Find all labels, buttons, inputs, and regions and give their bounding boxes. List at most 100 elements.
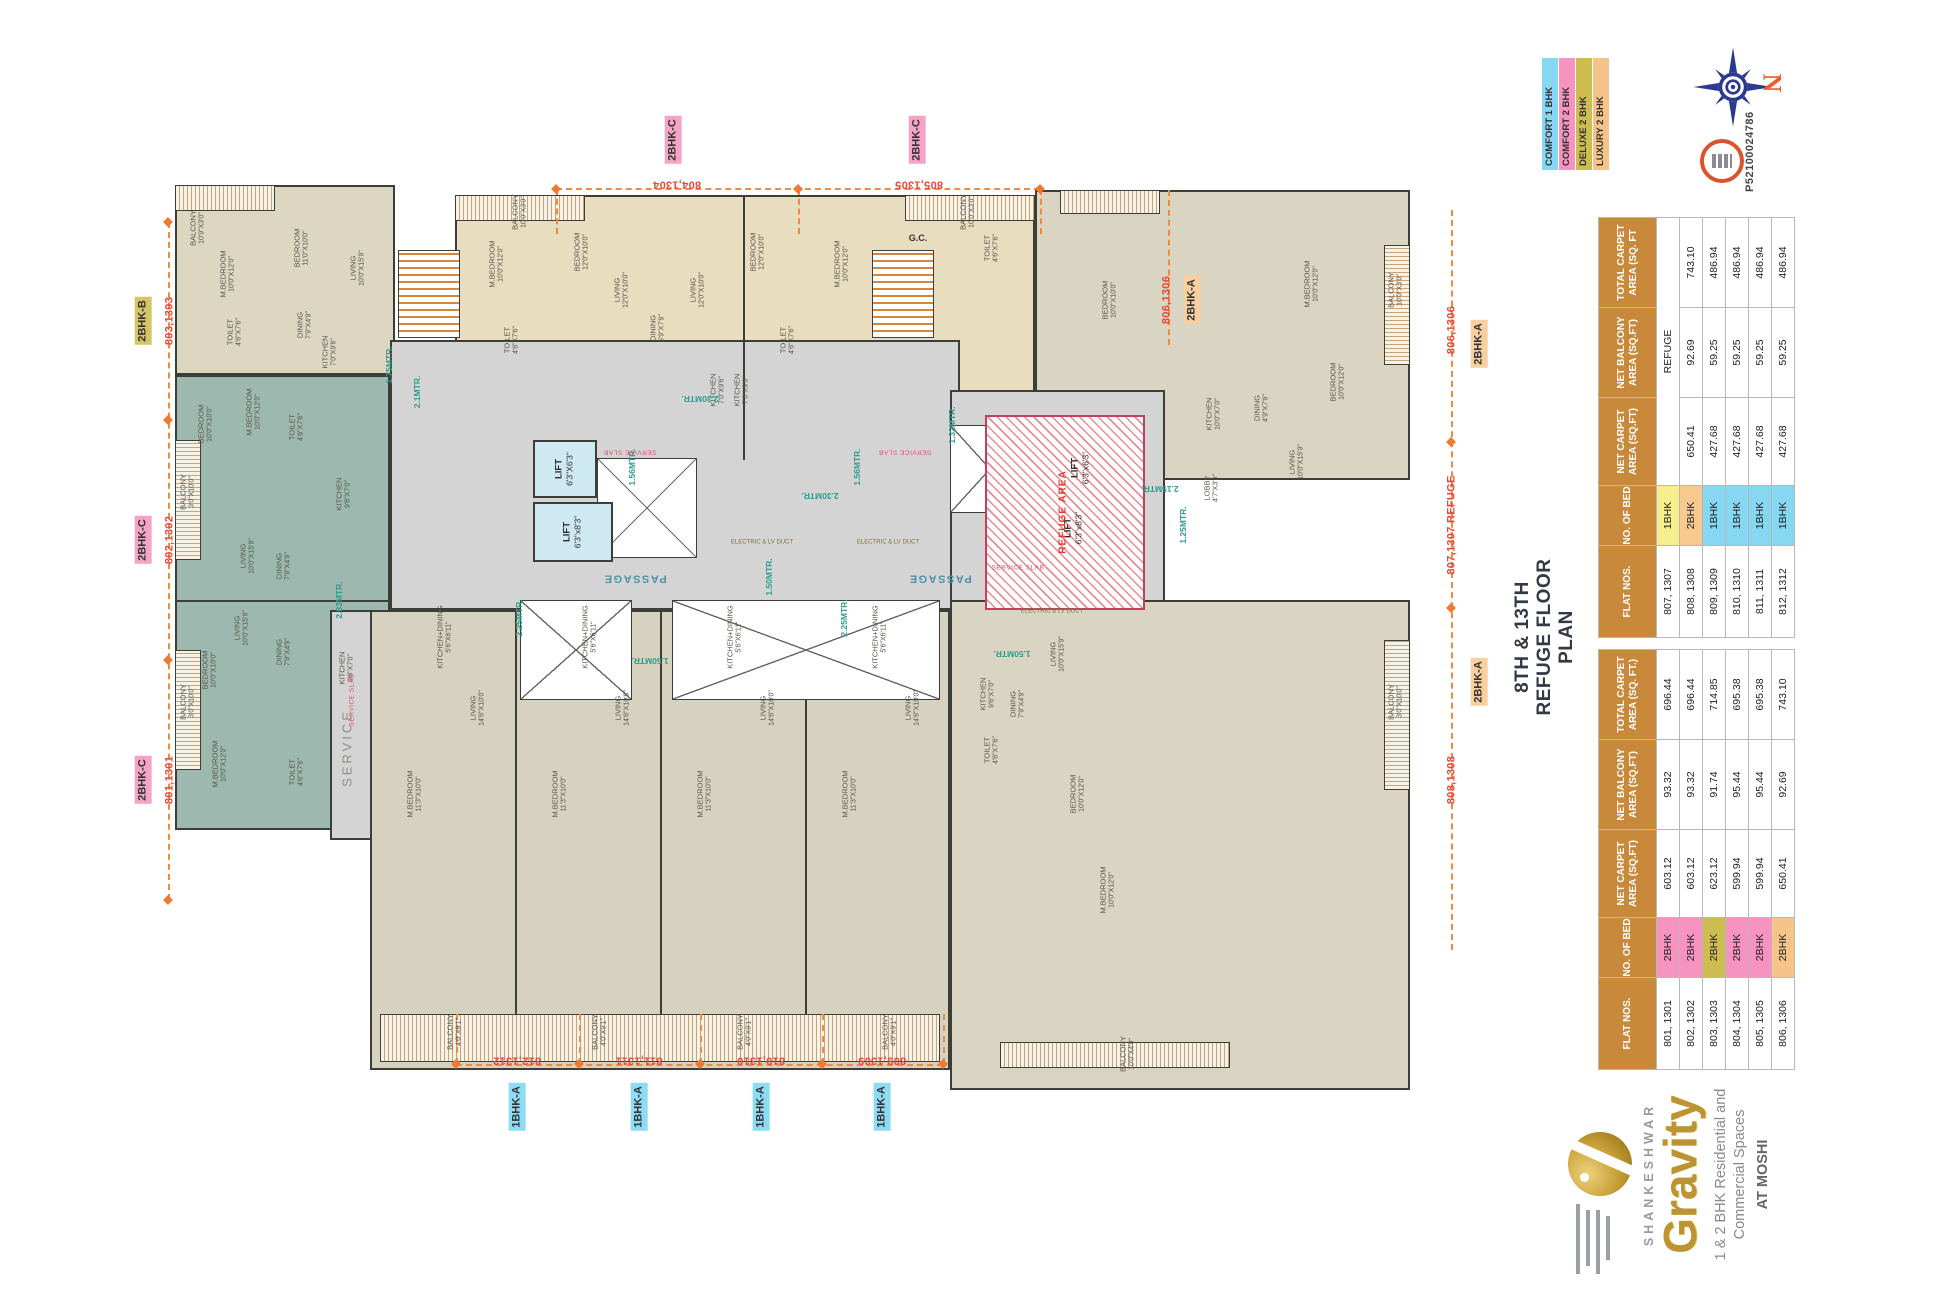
total-cell: 743.10 — [1771, 649, 1795, 740]
legend-label: COMFORT 1 BHK — [1544, 86, 1555, 166]
bed-cell: 1BHK — [1771, 485, 1795, 546]
unit-type-tag: 2BHK-C — [664, 116, 682, 164]
dim-meter: 1.32MTR. — [947, 406, 958, 444]
area-table-lower: FLAT NOS. NO. OF BED NET CARPET AREA (SQ… — [1598, 649, 1795, 1070]
dim-flat-range: 808,1308 — [1445, 755, 1458, 805]
unit-legend: COMFORT 1 BHK COMFORT 2 BHK DELUXE 2 BHK… — [1542, 58, 1612, 170]
gc-label: G.C. — [908, 232, 928, 243]
legend-item-deluxe-2bhk: DELUXE 2 BHK — [1576, 58, 1592, 170]
dim-flat-range: 803,1303 — [163, 296, 176, 346]
dim-line — [1040, 189, 1042, 234]
dim-meter: 2.15MTR. — [1141, 483, 1179, 494]
balcony-cell: 91.74 — [1702, 739, 1726, 830]
balcony-cell: 59.25 — [1748, 307, 1772, 398]
unit-bottom-2bhk-a — [950, 600, 1410, 1090]
table-row: 805, 1305 2BHK 599.94 95.44 695.38 — [1748, 649, 1772, 1070]
balcony-strip — [175, 185, 275, 211]
project-location: AT MOSHI — [1754, 1139, 1771, 1210]
electric-duct-label: ELECTRIC & LV DUCT — [856, 539, 920, 546]
col-net-balcony: NET BALCONY AREA (SQ.FT) — [1598, 739, 1657, 830]
bed-cell: 2BHK — [1679, 917, 1703, 978]
flat-cell: 808, 1308 — [1679, 545, 1703, 638]
table-row: 804, 1304 2BHK 599.94 95.44 695.38 — [1725, 649, 1749, 1070]
shaft — [520, 600, 632, 700]
dim-meter: 1.50MTR. — [764, 558, 775, 596]
table-row: 810, 1310 1BHK 427.68 59.25 486.94 — [1725, 217, 1749, 638]
unit-type-tag: 2BHK-A — [1470, 658, 1488, 706]
carpet-cell: 650.41 — [1771, 829, 1795, 918]
brand-logo: SHANKESHWAR Gravity 1 & 2 BHK Residentia… — [1562, 1057, 1797, 1292]
service-label: SERVICE — [339, 709, 355, 787]
table-row: 809, 1309 1BHK 427.68 59.25 486.94 — [1702, 217, 1726, 638]
flat-cell: 803, 1303 — [1702, 977, 1726, 1070]
compass-icon — [1693, 47, 1773, 127]
dim-line — [556, 189, 558, 234]
balcony-strip — [1384, 640, 1410, 790]
party-wall — [660, 610, 662, 1014]
col-net-carpet: NET CARPET AREA (SQ.FT) — [1598, 829, 1657, 918]
dim-line — [168, 222, 170, 900]
balcony-strip — [380, 1014, 940, 1062]
balcony-cell: 92.69 — [1771, 739, 1795, 830]
shaft — [597, 458, 697, 558]
carpet-cell: 623.12 — [1702, 829, 1726, 918]
dim-meter: 1.56MTR. — [852, 448, 863, 486]
dim-flat-range: 806,1306 — [1160, 275, 1173, 325]
area-table-upper: FLAT NOS. NO. OF BED NET CARPET AREA (SQ… — [1598, 217, 1795, 638]
carpet-cell: 599.94 — [1748, 829, 1772, 918]
dim-flat-range: 804,1304 — [652, 178, 702, 191]
shaft — [672, 600, 940, 700]
legend-item-comfort-1bhk: COMFORT 1 BHK — [1542, 58, 1558, 170]
balcony-strip — [455, 195, 585, 221]
dim-line — [1451, 210, 1453, 950]
table-row: 801, 1301 2BHK 603.12 93.32 696.44 — [1656, 649, 1680, 1070]
party-wall — [805, 610, 807, 1014]
bed-cell: 2BHK — [1771, 917, 1795, 978]
col-no-of-bed: NO. OF BED — [1598, 485, 1657, 546]
party-wall — [175, 600, 390, 602]
legend-label: COMFORT 2 BHK — [1561, 86, 1572, 166]
dim-line — [579, 1014, 581, 1064]
col-net-carpet: NET CARPET AREA (SQ.FT) — [1598, 397, 1657, 486]
dim-meter: 2.25MTR. — [514, 599, 525, 637]
legend-label: DELUXE 2 BHK — [1578, 96, 1589, 166]
table-row: 807, 1307 1BHK REFUGE — [1656, 217, 1680, 638]
legend-item-luxury-2bhk: LUXURY 2 BHK — [1593, 58, 1609, 170]
carpet-cell: 427.68 — [1748, 397, 1772, 486]
sheet-title-line1: 8TH & 13TH — [1512, 581, 1533, 693]
dim-meter: 1.50MTR. — [993, 648, 1031, 659]
dim-flat-range: 806,1306 — [1445, 305, 1458, 355]
dim-meter: 2.25MTR. — [839, 599, 850, 637]
table-row: 808, 1308 2BHK 650.41 92.69 743.10 — [1679, 217, 1703, 638]
passage-label: PASSAGE — [908, 572, 972, 585]
staircase — [872, 250, 934, 338]
dim-meter: 1.25MTR. — [1178, 506, 1189, 544]
dim-meter: 1.50MTR. — [631, 655, 669, 666]
balcony-cell: 93.32 — [1679, 739, 1703, 830]
dim-line — [1168, 190, 1170, 345]
bed-cell: 2BHK — [1725, 917, 1749, 978]
staircase — [398, 250, 460, 338]
